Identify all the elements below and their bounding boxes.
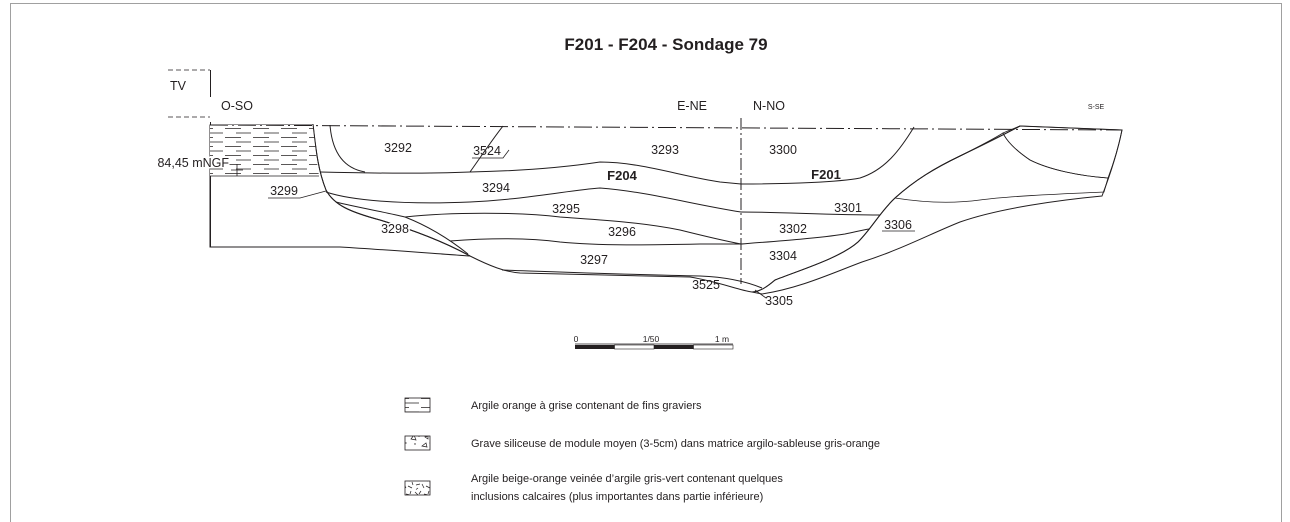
orientation-left: O-SO (221, 99, 253, 113)
legend-text: Grave siliceuse de module moyen (3-5cm) … (471, 438, 880, 450)
boundary-3292 (329, 124, 504, 173)
pit-outline (312, 123, 1021, 293)
legend-item-orange-clay: Argile orange à grise contenant de fins … (404, 397, 702, 413)
scale-bar: 0 1/50 1 m (574, 334, 734, 350)
altitude-marker-icon (231, 164, 243, 176)
leader-3524 (472, 149, 510, 159)
legend-item-beige-clay: Argile beige-orange veinée d’argile gris… (404, 473, 783, 503)
orientation-middle-right: N-NO (753, 99, 785, 113)
scale-ratio-label: 1/50 (643, 334, 660, 344)
unit-label-3297: 3297 (580, 253, 608, 267)
unit-label-3296: 3296 (608, 225, 636, 239)
unit-label-3304: 3304 (769, 249, 797, 263)
unit-label-3306: 3306 (884, 218, 912, 232)
boundary-f201-3300-3301 (740, 126, 915, 185)
boundary-3302-3304 (740, 228, 870, 245)
legend-text-line1: Argile beige-orange veinée d’argile gris… (471, 473, 783, 485)
boundary-3297-3525 (501, 269, 763, 289)
ground-surface-line (209, 124, 1123, 131)
unit-label-3525: 3525 (692, 278, 720, 292)
boundary-f204-3293-3294 (319, 161, 742, 185)
altitude-label: 84,45 mNGF (157, 156, 229, 170)
unit-label-3302: 3302 (779, 222, 807, 236)
boundary-3295-3296 (404, 212, 742, 245)
scale-end-label: 1 m (715, 334, 729, 344)
legend-text-line2: inclusions calcaires (plus importantes d… (471, 491, 763, 503)
legend: Argile orange à grise contenant de fins … (404, 397, 880, 503)
unit-label-3300: 3300 (769, 143, 797, 157)
feature-label-f204: F204 (607, 168, 637, 183)
boundary-3294-3295 (325, 187, 742, 213)
feature-label-f201: F201 (811, 167, 841, 182)
unit-label-3293: 3293 (651, 143, 679, 157)
orientation-right: S-SE (1088, 104, 1105, 111)
left-natural-orange-clay (210, 125, 319, 176)
tv-label: TV (170, 79, 187, 93)
unit-label-3298: 3298 (381, 222, 409, 236)
unit-label-3301: 3301 (834, 201, 862, 215)
figure-frame (10, 3, 1282, 522)
orientation-middle-left: E-NE (677, 99, 707, 113)
right-natural-beige-clay (751, 125, 1123, 295)
unit-label-3524: 3524 (473, 144, 501, 158)
figure-title: F201 - F204 - Sondage 79 (564, 35, 767, 54)
legend-swatch-gravel (404, 435, 431, 451)
leader-3305 (754, 289, 767, 299)
unit-label-3292: 3292 (384, 141, 412, 155)
unit-label-3295: 3295 (552, 202, 580, 216)
boundary-3296-3297 (449, 238, 741, 246)
leader-3299 (268, 190, 327, 199)
boundary-3301-3302 (740, 211, 881, 216)
legend-item-gravel: Grave siliceuse de module moyen (3-5cm) … (404, 435, 880, 451)
legend-text: Argile orange à grise contenant de fins … (471, 400, 702, 412)
legend-swatch-cracks (404, 480, 431, 496)
legend-swatch-dashes (404, 397, 431, 413)
scale-start-label: 0 (574, 334, 579, 344)
right-natural-gravel (894, 132, 1109, 203)
unit-label-3305: 3305 (765, 294, 793, 308)
unit-label-3294: 3294 (482, 181, 510, 195)
right-natural-orange-clay (1002, 125, 1123, 179)
unit-label-3299: 3299 (270, 184, 298, 198)
